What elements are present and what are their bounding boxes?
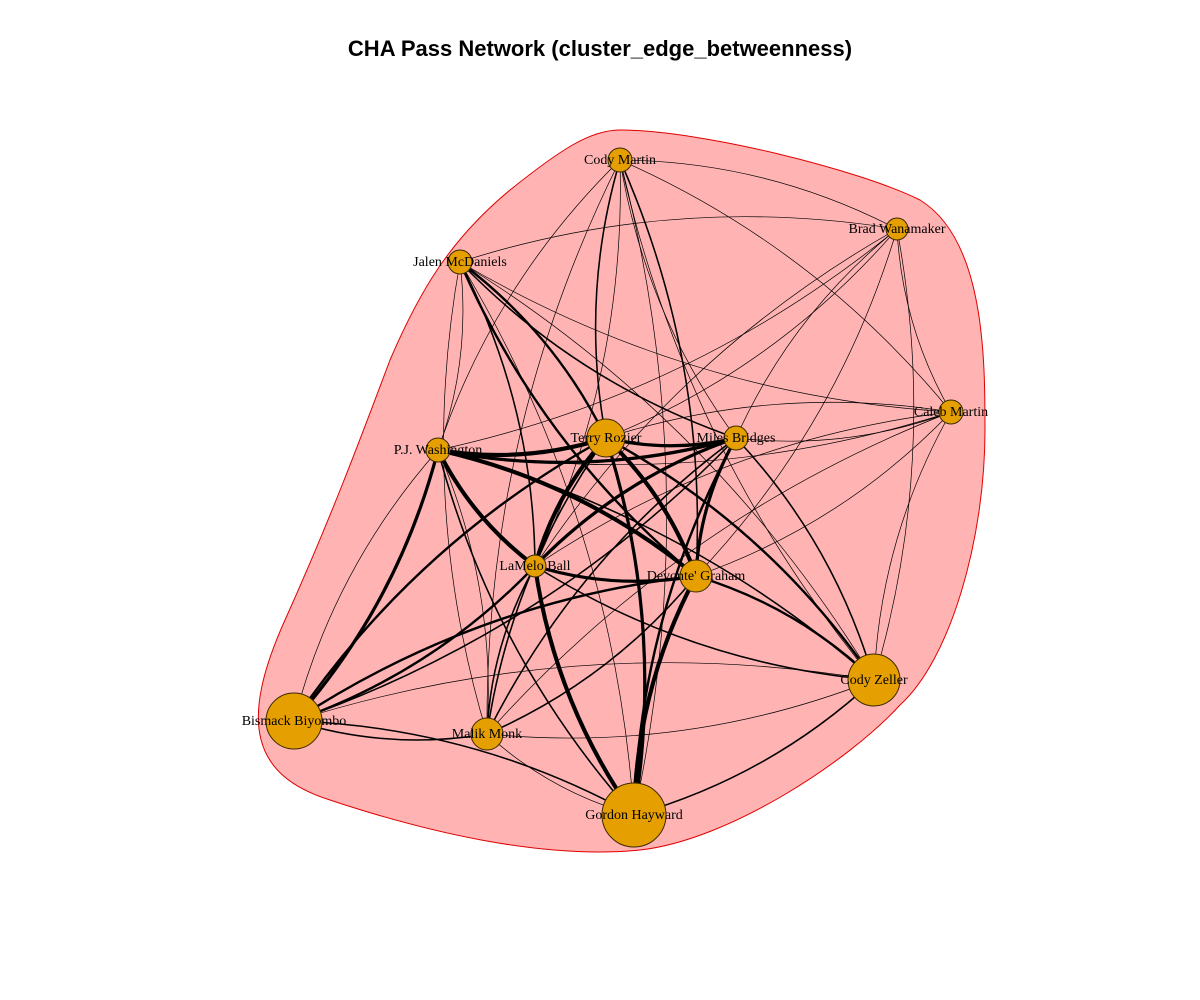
- edge-zeller-lamelo: [534, 565, 875, 681]
- node-label-devonte: Devonte' Graham: [647, 569, 746, 584]
- edge-jalen-caleb: [459, 261, 952, 413]
- edge-cody_martin-hayward: [619, 159, 667, 816]
- edge-miles-monk: [486, 437, 737, 735]
- edge-caleb-miles: [735, 411, 952, 442]
- edge-jalen-pj: [437, 261, 464, 451]
- node-caleb: Caleb Martin: [914, 399, 988, 425]
- edge-brad-miles: [735, 228, 898, 439]
- edge-devonte-monk: [486, 575, 697, 735]
- edge-pj-miles: [437, 436, 737, 464]
- node-circle-monk: [470, 717, 504, 751]
- edge-brad-lamelo: [534, 228, 898, 567]
- node-lamelo: LaMelo Ball: [499, 554, 571, 578]
- edge-biyombo-pj: [293, 449, 439, 722]
- edge-cody_martin-devonte: [619, 159, 699, 577]
- edge-cody_martin-monk: [486, 159, 621, 735]
- edge-cody_martin-terry: [594, 159, 621, 439]
- node-circle-caleb: [938, 399, 964, 425]
- edge-pj-lamelo: [436, 449, 537, 568]
- edge-brad-jalen: [459, 216, 898, 263]
- node-label-biyombo: Bismack Biyombo: [242, 714, 347, 729]
- edge-brad-pj: [437, 228, 898, 451]
- edges-layer: [292, 159, 952, 817]
- node-terry: Terry Rozier: [571, 418, 642, 458]
- edge-zeller-monk: [486, 679, 875, 739]
- node-label-jalen: Jalen McDaniels: [413, 255, 507, 270]
- edge-biyombo-hayward: [293, 720, 635, 816]
- node-circle-lamelo: [523, 554, 547, 578]
- node-label-brad: Brad Wanamaker: [849, 222, 946, 237]
- edge-miles-zeller: [735, 437, 875, 681]
- node-circle-miles: [723, 425, 749, 451]
- node-devonte: Devonte' Graham: [647, 559, 746, 593]
- edge-caleb-devonte: [695, 411, 952, 577]
- node-zeller: Cody Zeller: [840, 653, 908, 707]
- edge-zeller-terry: [605, 436, 875, 681]
- edge-caleb-zeller: [873, 411, 952, 681]
- edge-biyombo-miles: [293, 437, 737, 722]
- edge-pj-biyombo: [292, 449, 440, 723]
- edge-zeller-pj: [437, 449, 875, 681]
- node-jalen: Jalen McDaniels: [413, 249, 507, 275]
- node-pj: P.J. Washington: [394, 437, 482, 463]
- edge-jalen-monk: [443, 261, 488, 735]
- edge-lamelo-miles: [533, 436, 737, 568]
- edge-cody_martin-pj: [437, 159, 621, 451]
- edge-terry-hayward: [604, 437, 647, 816]
- edge-brad-devonte: [695, 228, 898, 577]
- node-circle-cody_martin: [607, 147, 633, 173]
- edge-monk-terry: [486, 437, 607, 735]
- node-label-miles: Miles Bridges: [697, 431, 776, 446]
- edge-lamelo-monk: [486, 565, 536, 735]
- node-circle-devonte: [679, 559, 713, 593]
- node-circle-hayward: [601, 782, 667, 848]
- node-biyombo: Bismack Biyombo: [242, 692, 347, 750]
- node-circle-terry: [586, 418, 626, 458]
- edge-jalen-lamelo: [459, 261, 536, 567]
- edge-brad-terry: [605, 228, 898, 439]
- node-label-monk: Malik Monk: [452, 727, 522, 742]
- node-circle-pj: [425, 437, 451, 463]
- edge-cody_martin-lamelo: [534, 159, 621, 567]
- node-label-lamelo: LaMelo Ball: [499, 559, 570, 574]
- node-brad: Brad Wanamaker: [849, 217, 946, 241]
- diagram-title: CHA Pass Network (cluster_edge_betweenne…: [347, 36, 853, 61]
- edge-caleb-monk: [486, 411, 952, 735]
- node-label-hayward: Gordon Hayward: [585, 808, 683, 823]
- edge-jalen-zeller: [459, 261, 875, 681]
- edge-zeller-hayward: [633, 679, 875, 816]
- edge-caleb-pj: [437, 411, 952, 466]
- node-miles: Miles Bridges: [697, 425, 776, 451]
- node-circle-zeller: [847, 653, 901, 707]
- edge-devonte-biyombo: [293, 574, 697, 723]
- edge-cody_martin-brad: [619, 159, 898, 230]
- edge-hayward-pj: [437, 449, 635, 816]
- node-hayward: Gordon Hayward: [585, 782, 683, 848]
- edge-jalen-miles: [459, 261, 737, 439]
- node-label-cody_martin: Cody Martin: [584, 153, 656, 168]
- edge-cody_martin-caleb: [619, 159, 952, 413]
- node-label-zeller: Cody Zeller: [840, 673, 908, 688]
- edge-brad-zeller: [873, 228, 915, 681]
- edge-jalen-terry: [459, 261, 608, 439]
- node-circle-brad: [885, 217, 909, 241]
- node-cody_martin: Cody Martin: [584, 147, 656, 173]
- edge-brad-caleb: [896, 228, 952, 413]
- node-monk: Malik Monk: [452, 717, 522, 751]
- edge-caleb-terry: [605, 401, 952, 439]
- node-circle-jalen: [447, 249, 473, 275]
- node-label-terry: Terry Rozier: [571, 431, 642, 446]
- node-circle-biyombo: [265, 692, 323, 750]
- edge-caleb-lamelo: [534, 411, 952, 567]
- edge-zeller-biyombo: [293, 662, 875, 722]
- edge-monk-pj: [437, 449, 489, 735]
- node-label-caleb: Caleb Martin: [914, 405, 988, 420]
- edge-biyombo-terry: [293, 436, 607, 722]
- node-label-pj: P.J. Washington: [394, 443, 482, 458]
- edge-jalen-hayward: [459, 261, 635, 816]
